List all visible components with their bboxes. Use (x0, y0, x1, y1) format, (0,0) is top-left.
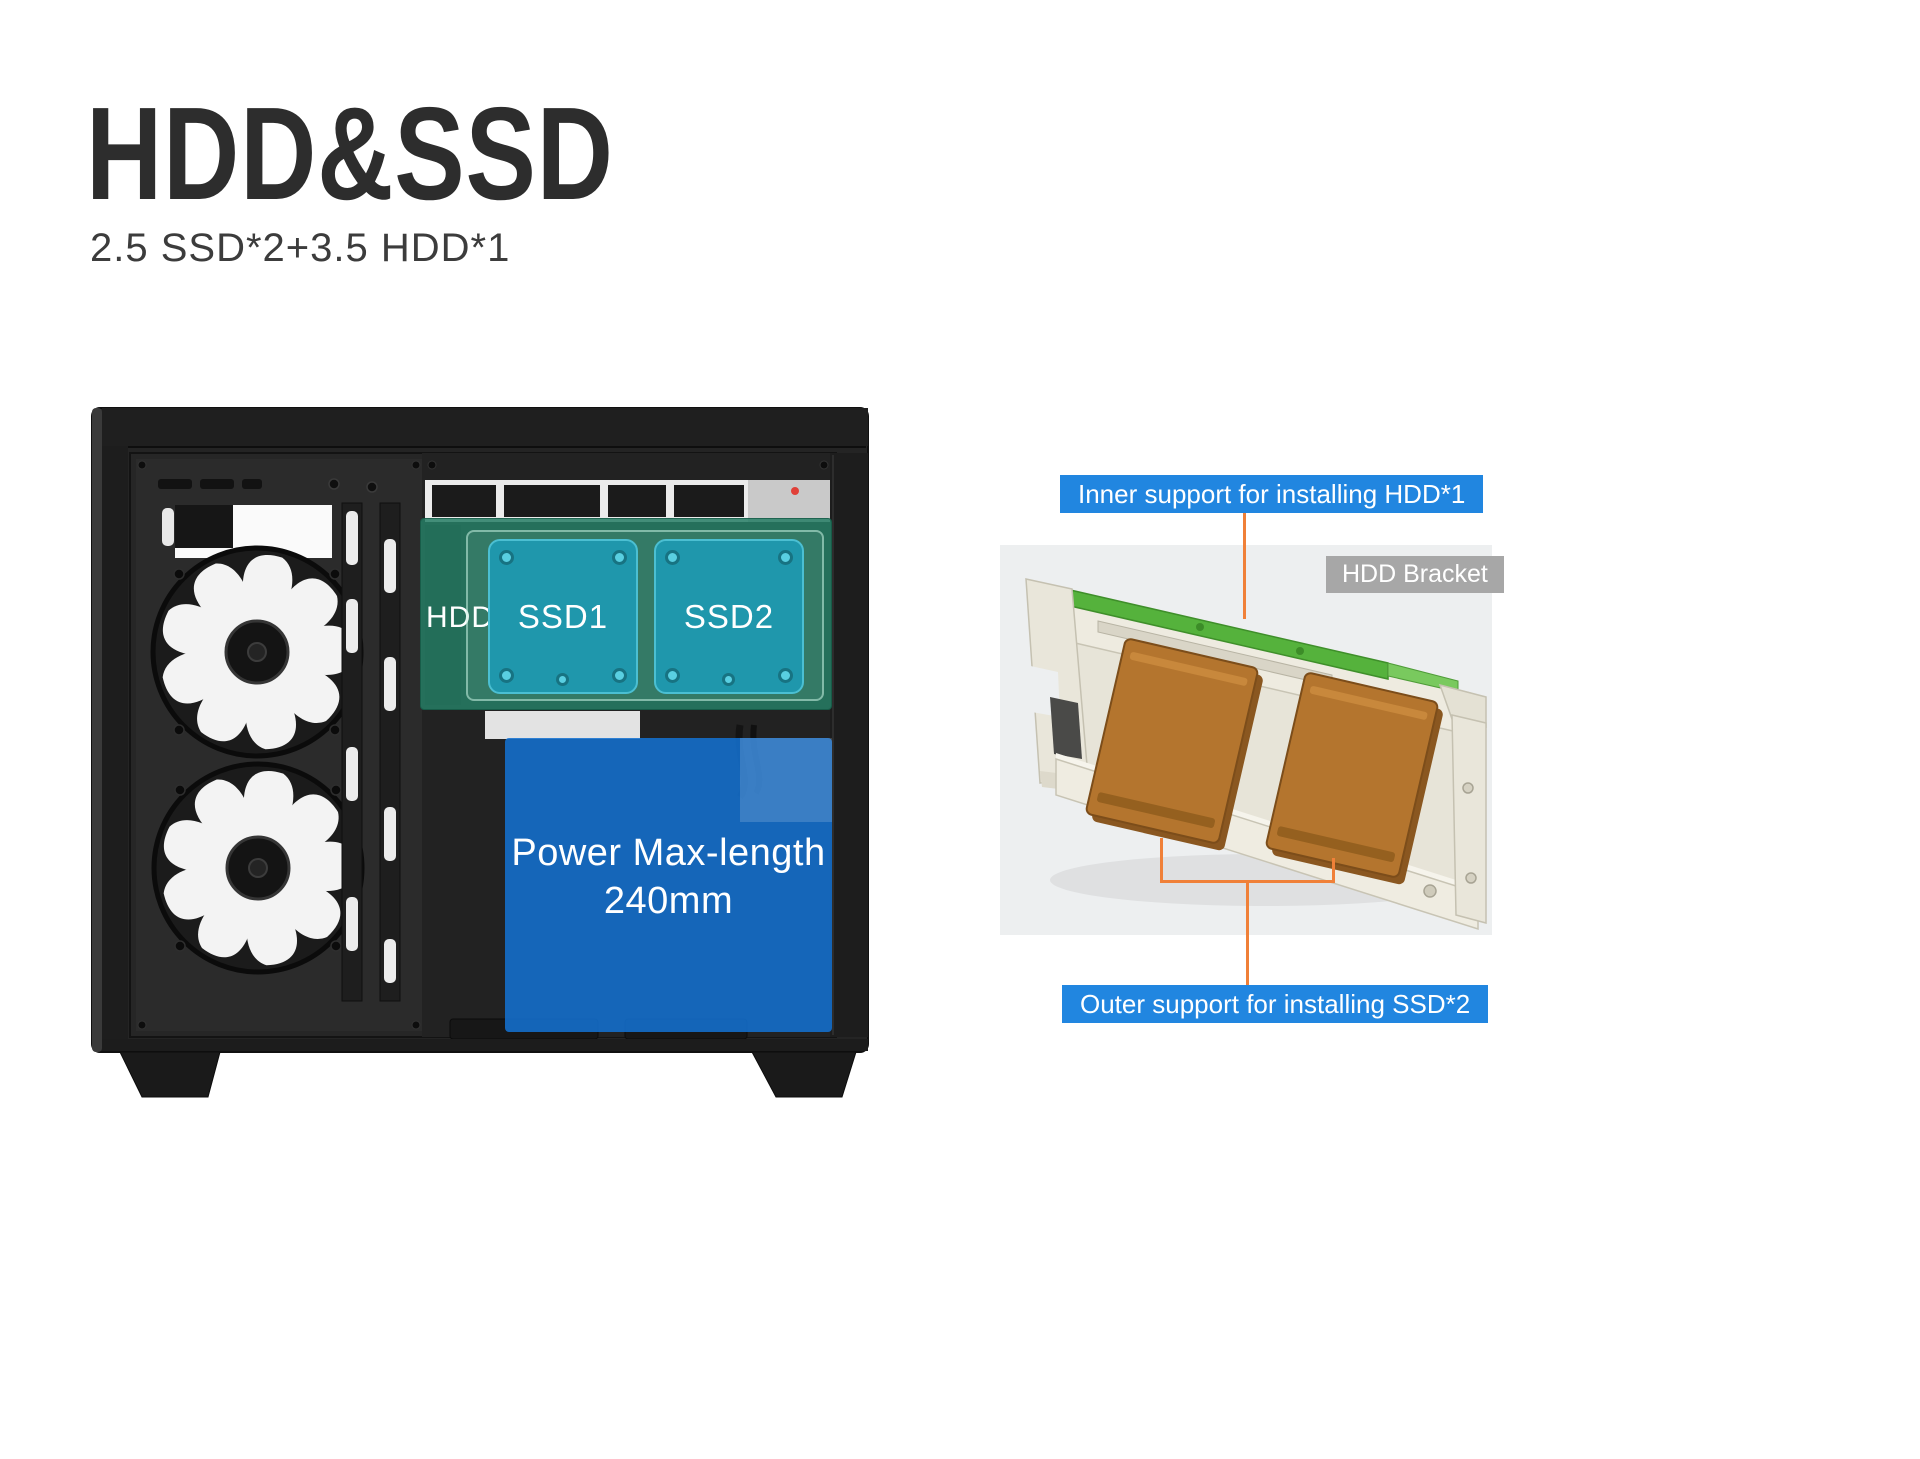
page-subtitle: 2.5 SSD*2+3.5 HDD*1 (90, 226, 511, 270)
drive-bay-overlay: HDD SSD1 SSD2 (420, 518, 832, 710)
power-led-dot (791, 487, 799, 495)
case-fan-top (153, 544, 366, 759)
case-foot-right (751, 1051, 857, 1098)
ssd2-slot: SSD2 (654, 539, 804, 694)
screw-dot-icon (556, 673, 569, 686)
screw-dot-icon (499, 550, 514, 565)
hdd-bracket-art (1025, 578, 1487, 931)
hdd-bracket-tag: HDD Bracket (1326, 556, 1504, 593)
hdd-bracket-illustration (1000, 545, 1492, 935)
case-top-panel (102, 408, 868, 446)
ssd-tray-panel: SSD1 SSD2 (466, 530, 824, 701)
left-plate-slot (1050, 697, 1082, 759)
drive-mounting-rails (341, 502, 401, 1002)
connector-line-outer-support (1246, 882, 1249, 987)
ssd2-label: SSD2 (683, 597, 775, 635)
hdd-drive-1 (1085, 638, 1263, 851)
page-title: HDD&SSD (86, 80, 614, 227)
front-glass-edge (92, 408, 102, 1052)
connector-line-ssd1 (1160, 838, 1163, 882)
power-label-line2: 240mm (603, 879, 734, 922)
connector-line-fork (1160, 880, 1335, 883)
inner-support-callout: Inner support for installing HDD*1 (1060, 475, 1484, 513)
screw-dot-icon (722, 673, 735, 686)
case-fan-bottom (154, 760, 367, 975)
power-max-length-label: Power Max-length 240mm (505, 738, 832, 925)
bracket-right-plate (1451, 714, 1487, 924)
screw-dot-icon (612, 550, 627, 565)
pc-case-illustration: HDD SSD1 SSD2 Power Max-length (80, 395, 880, 1115)
screw-dot-icon (665, 550, 680, 565)
hdd-slot-label: HDD (426, 601, 494, 634)
back-panel (830, 453, 868, 1037)
screw-dot-icon (778, 550, 793, 565)
power-label-line1: Power Max-length (511, 832, 826, 874)
outer-support-callout: Outer support for installing SSD*2 (1062, 985, 1489, 1023)
screw-dot-icon (612, 668, 627, 683)
overlay-highlight (740, 738, 832, 822)
case-foot-left (119, 1051, 221, 1098)
screw-dot-icon (499, 668, 514, 683)
front-panel (102, 411, 128, 1049)
screw-icon (328, 478, 340, 490)
screw-icon (366, 481, 378, 493)
ssd1-label: SSD1 (517, 597, 609, 635)
screw-dot-icon (665, 668, 680, 683)
ssd1-slot: SSD1 (488, 539, 638, 694)
connector-line-ssd2 (1332, 858, 1335, 882)
screw-dot-icon (778, 668, 793, 683)
power-clearance-overlay: Power Max-length 240mm (505, 738, 832, 1032)
connector-line-inner-support (1243, 509, 1246, 619)
hdd-drive-2 (1265, 672, 1443, 885)
